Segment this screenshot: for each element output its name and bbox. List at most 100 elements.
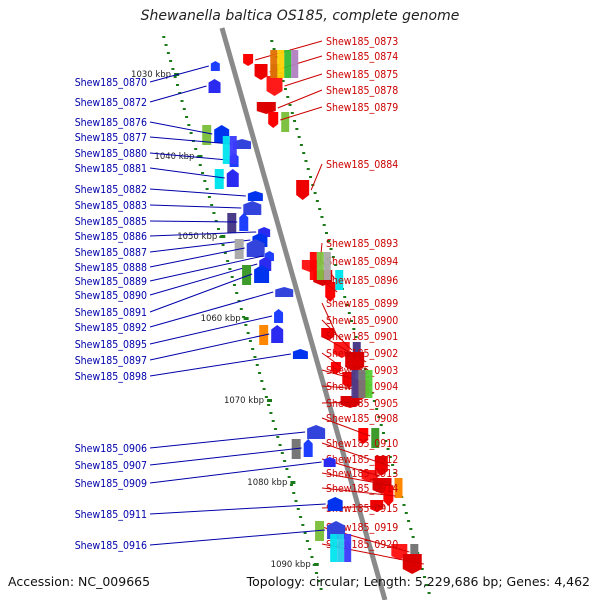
accession-text: Accession: NC_009665 (8, 574, 151, 589)
label-leader (321, 472, 394, 487)
kbp-tick (243, 317, 249, 320)
reverse-gene-label: Shew185_0906 (75, 443, 147, 455)
label-leader (149, 263, 258, 296)
track-tick (327, 240, 331, 242)
label-leader (149, 431, 306, 449)
forward-gene: Shew185_0896 (321, 275, 398, 302)
label-leader (149, 333, 270, 361)
reverse-gene-arrow (226, 169, 239, 187)
reverse-gene: Shew185_0909 (75, 457, 336, 490)
track-tick (262, 388, 266, 390)
forward-gene: Shew185_0884 (296, 159, 398, 200)
gene-block (315, 521, 325, 541)
forward-gene-label: Shew185_0915 (326, 503, 398, 515)
track-tick (189, 132, 193, 134)
track-tick (293, 120, 297, 122)
reverse-gene: Shew185_0916 (75, 521, 346, 552)
track-tick (425, 584, 429, 586)
reverse-gene: Shew185_0889 (75, 251, 274, 288)
kbp-mark: 1090 kbp (271, 560, 319, 570)
track-tick (292, 492, 296, 494)
forward-gene: Shew185_0902 (321, 348, 398, 374)
reverse-gene-arrow (246, 239, 265, 257)
track-tick (272, 48, 276, 50)
reverse-gene-label: Shew185_0870 (75, 77, 147, 89)
track-tick (315, 200, 319, 202)
track-tick (322, 224, 326, 226)
forward-gene: Shew185_0908 (321, 413, 398, 448)
track-tick (375, 408, 379, 410)
reverse-gene: Shew185_0888 (75, 239, 265, 274)
forward-gene-label: Shew185_0894 (326, 256, 398, 268)
reverse-gene: Shew185_0897 (75, 325, 284, 367)
label-leader (321, 417, 371, 437)
track-tick (235, 292, 239, 294)
track-tick (171, 68, 175, 70)
reverse-gene-label: Shew185_0883 (75, 200, 147, 212)
track-tick (331, 256, 335, 258)
label-leader (321, 401, 362, 404)
track-tick (258, 372, 262, 374)
forward-gene-arrow (383, 486, 394, 506)
track-tick (354, 336, 358, 338)
track-tick (285, 468, 289, 470)
track-tick (420, 568, 424, 570)
label-leader (310, 163, 323, 191)
forward-gene-arrow (296, 180, 310, 200)
reverse-gene-arrow (243, 201, 262, 215)
forward-gene-arrow (266, 76, 283, 96)
forward-gene-label: Shew185_0902 (326, 348, 398, 360)
label-leader (149, 136, 232, 145)
label-leader (321, 335, 367, 363)
reverse-gene-label: Shew185_0880 (75, 148, 147, 160)
track-tick (260, 380, 264, 382)
track-tick (388, 456, 392, 458)
forward-gene-label: Shew185_0901 (326, 331, 398, 343)
track-tick (393, 472, 397, 474)
track-tick (175, 84, 179, 86)
track-tick (221, 244, 225, 246)
forward-gene: Shew185_0901 (321, 331, 398, 372)
track-tick (404, 512, 408, 514)
reverse-gene: Shew185_0886 (75, 227, 271, 243)
reverse-genes: Shew185_0870Shew185_0872Shew185_0876Shew… (75, 61, 346, 552)
track-tick (299, 516, 303, 518)
track-tick (283, 460, 287, 462)
kbp-tick (290, 481, 296, 484)
reverse-gene-label: Shew185_0895 (75, 339, 147, 351)
reverse-gene-arrow (307, 425, 326, 439)
reverse-gene-label: Shew185_0886 (75, 231, 147, 243)
label-leader (277, 89, 323, 109)
track-tick (313, 192, 317, 194)
label-leader (149, 247, 245, 268)
track-tick (297, 136, 301, 138)
forward-gene-label: Shew185_0910 (326, 438, 398, 450)
track-tick (205, 188, 209, 190)
reverse-gene: Shew185_0885 (75, 213, 249, 233)
reverse-gene-label: Shew185_0916 (75, 540, 147, 552)
track-tick (345, 304, 349, 306)
forward-gene: Shew185_0910 (321, 438, 398, 476)
reverse-gene-arrow (274, 309, 284, 323)
label-leader (149, 447, 302, 466)
track-tick (162, 36, 166, 38)
forward-gene-arrow (268, 112, 279, 128)
forward-gene-label: Shew185_0913 (326, 468, 398, 480)
track-tick (350, 320, 354, 322)
kbp-tick (220, 235, 226, 238)
track-tick (276, 436, 280, 438)
track-tick (226, 260, 230, 262)
reverse-gene: Shew185_0907 (75, 439, 313, 472)
reverse-gene-label: Shew185_0889 (75, 276, 147, 288)
kbp-tick (313, 563, 319, 566)
gene-block (227, 213, 237, 233)
feature-block (323, 252, 331, 280)
label-leader (321, 369, 358, 381)
track-tick (329, 248, 333, 250)
track-tick (269, 412, 273, 414)
gene-block (371, 428, 380, 448)
track-tick (304, 160, 308, 162)
label-leader (280, 106, 323, 121)
kbp-label: 1030 kbp (131, 70, 171, 80)
track-tick (248, 340, 252, 342)
